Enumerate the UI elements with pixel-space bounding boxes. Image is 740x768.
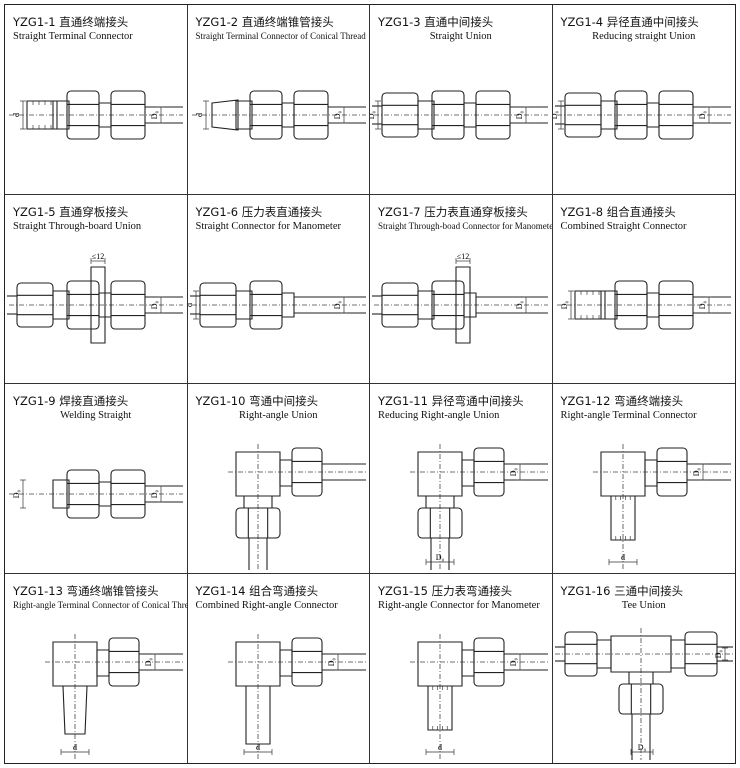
fitting-english-name: Welding Straight (60, 410, 132, 421)
fitting-english-name: Straight Terminal Connector of Conical T… (195, 31, 366, 41)
dim-label: d (73, 743, 77, 752)
dim-label: D₀ (515, 111, 524, 120)
dim-label: D₀ (436, 553, 445, 562)
fitting-drawing (188, 424, 370, 572)
fitting-cell: YZG1-12 弯通终端接头 Right-angle Terminal Conne… (552, 384, 735, 574)
fitting-english-name: Right-angle Terminal Connector of Conica… (13, 599, 188, 610)
fitting-drawing: D₀ d (370, 614, 552, 762)
fitting-cell: YZG1-10 弯通中间接头 Right-angle Union (187, 384, 370, 574)
fitting-drawing: D₀ D₀ (370, 424, 552, 572)
fitting-english-name: Combined Right-angle Connector (195, 599, 338, 611)
dim-label: D₀ (150, 111, 159, 120)
fitting-code: YZG1-8 组合直通接头 (560, 204, 676, 219)
dim-label: D₀ (327, 657, 336, 666)
dim-label: d (195, 113, 204, 117)
fitting-drawing: D₀ D₀ (553, 45, 735, 193)
fitting-english-name: Right-angle Terminal Connector (560, 410, 697, 421)
dim-label: d (12, 113, 21, 117)
fitting-code: YZG1-2 直通终端锥管接头 (195, 15, 334, 29)
dim-label: D₀ (150, 490, 159, 499)
fitting-english-name: Reducing Right-angle Union (378, 410, 500, 421)
fitting-english-name: Reducing straight Union (592, 31, 696, 42)
dim-label: D₀ (150, 300, 159, 309)
dim-label: ≤12 (92, 252, 104, 261)
fitting-drawing: d D₀ (5, 45, 187, 193)
dim-label: D₀ (144, 657, 153, 666)
fitting-code: YZG1-10 弯通中间接头 (195, 394, 319, 408)
fitting-english-name: Combined Straight Connector (560, 220, 687, 232)
dim-label: D₀ (12, 490, 21, 499)
fitting-code: YZG1-13 弯通终端锥管接头 (13, 583, 159, 598)
dim-label: d (188, 303, 194, 307)
dim-label: d (621, 553, 625, 562)
fitting-drawing: D₀ d (5, 614, 187, 762)
dim-label: D₀ (698, 300, 707, 309)
fitting-drawing: D₀ d (188, 614, 370, 762)
dim-label: d (256, 743, 260, 752)
fitting-english-name: Right-angle Connector for Manometer (378, 599, 540, 611)
fitting-code: YZG1-1 直通终端接头 (13, 15, 129, 29)
fitting-english-name: Right-angle Union (239, 410, 318, 421)
fitting-code: YZG1-12 弯通终端接头 (560, 394, 684, 408)
fitting-code: YZG1-15 压力表弯通接头 (378, 583, 513, 598)
dim-label: D₀ (637, 743, 646, 752)
dim-label: D₀ (333, 111, 342, 120)
fitting-english-name: Straight Union (429, 31, 492, 42)
dim-label: d (438, 743, 442, 752)
fitting-english-name: Straight Through-boad Connector for Mano… (378, 220, 553, 231)
fitting-drawing: D₀ D₀ (553, 614, 735, 762)
fitting-code: YZG1-14 组合弯通接头 (195, 583, 319, 598)
fitting-code: YZG1-6 压力表直通接头 (195, 204, 323, 219)
dim-label: D₀ (692, 468, 701, 477)
fitting-code: YZG1-16 三通中间接头 (560, 583, 684, 598)
dim-label: ≤12 (457, 252, 469, 261)
dim-label: D₀ (515, 300, 524, 309)
fitting-drawing: d D₀ (188, 235, 370, 383)
dim-label: D₀ (333, 300, 342, 309)
fitting-english-name: Tee Union (621, 599, 666, 611)
fitting-code: YZG1-5 直通穿板接头 (13, 204, 129, 219)
dim-label: D₀ (698, 111, 707, 120)
fitting-drawing: D₀ D₀ (553, 235, 735, 383)
fitting-cell: YZG1-11 异径弯通中间接头 Reducing Right-angle Uni… (370, 384, 553, 574)
dim-label: D₀ (560, 300, 569, 309)
fitting-english-name: Straight Terminal Connector (13, 31, 133, 42)
dim-label: D₀ (509, 468, 518, 477)
fitting-code: YZG1-11 异径弯通中间接头 (378, 394, 524, 408)
fitting-code: YZG1-3 直通中间接头 (378, 15, 494, 29)
fitting-code: YZG1-7 压力表直通穿板接头 (378, 204, 528, 219)
fitting-english-name: Straight Through-board Union (13, 220, 142, 232)
fitting-drawing: D₀ D₀ (5, 424, 187, 572)
fitting-english-name: Straight Connector for Manometer (195, 220, 342, 232)
fitting-code: YZG1-4 异径直通中间接头 (560, 15, 699, 29)
fittings-grid: YZG1-1 直通终端接头 Straight Terminal Connector… (4, 4, 736, 764)
fitting-cell: YZG1-2 直通终端锥管接头 Straight Terminal Connect… (187, 5, 370, 195)
fitting-code: YZG1-9 焊接直通接头 (13, 394, 129, 408)
dim-label: D₀ (370, 111, 376, 120)
fitting-cell: YZG1-1 直通终端接头 Straight Terminal Connector… (5, 5, 188, 195)
fitting-drawing: d D₀ (188, 45, 370, 193)
fitting-drawing: D₀ d (553, 424, 735, 572)
dim-label: D₀ (509, 657, 518, 666)
fitting-drawing: D₀ D₀ (370, 45, 552, 193)
dim-label: D₀ (714, 649, 723, 658)
dim-label: D₀ (553, 111, 559, 120)
